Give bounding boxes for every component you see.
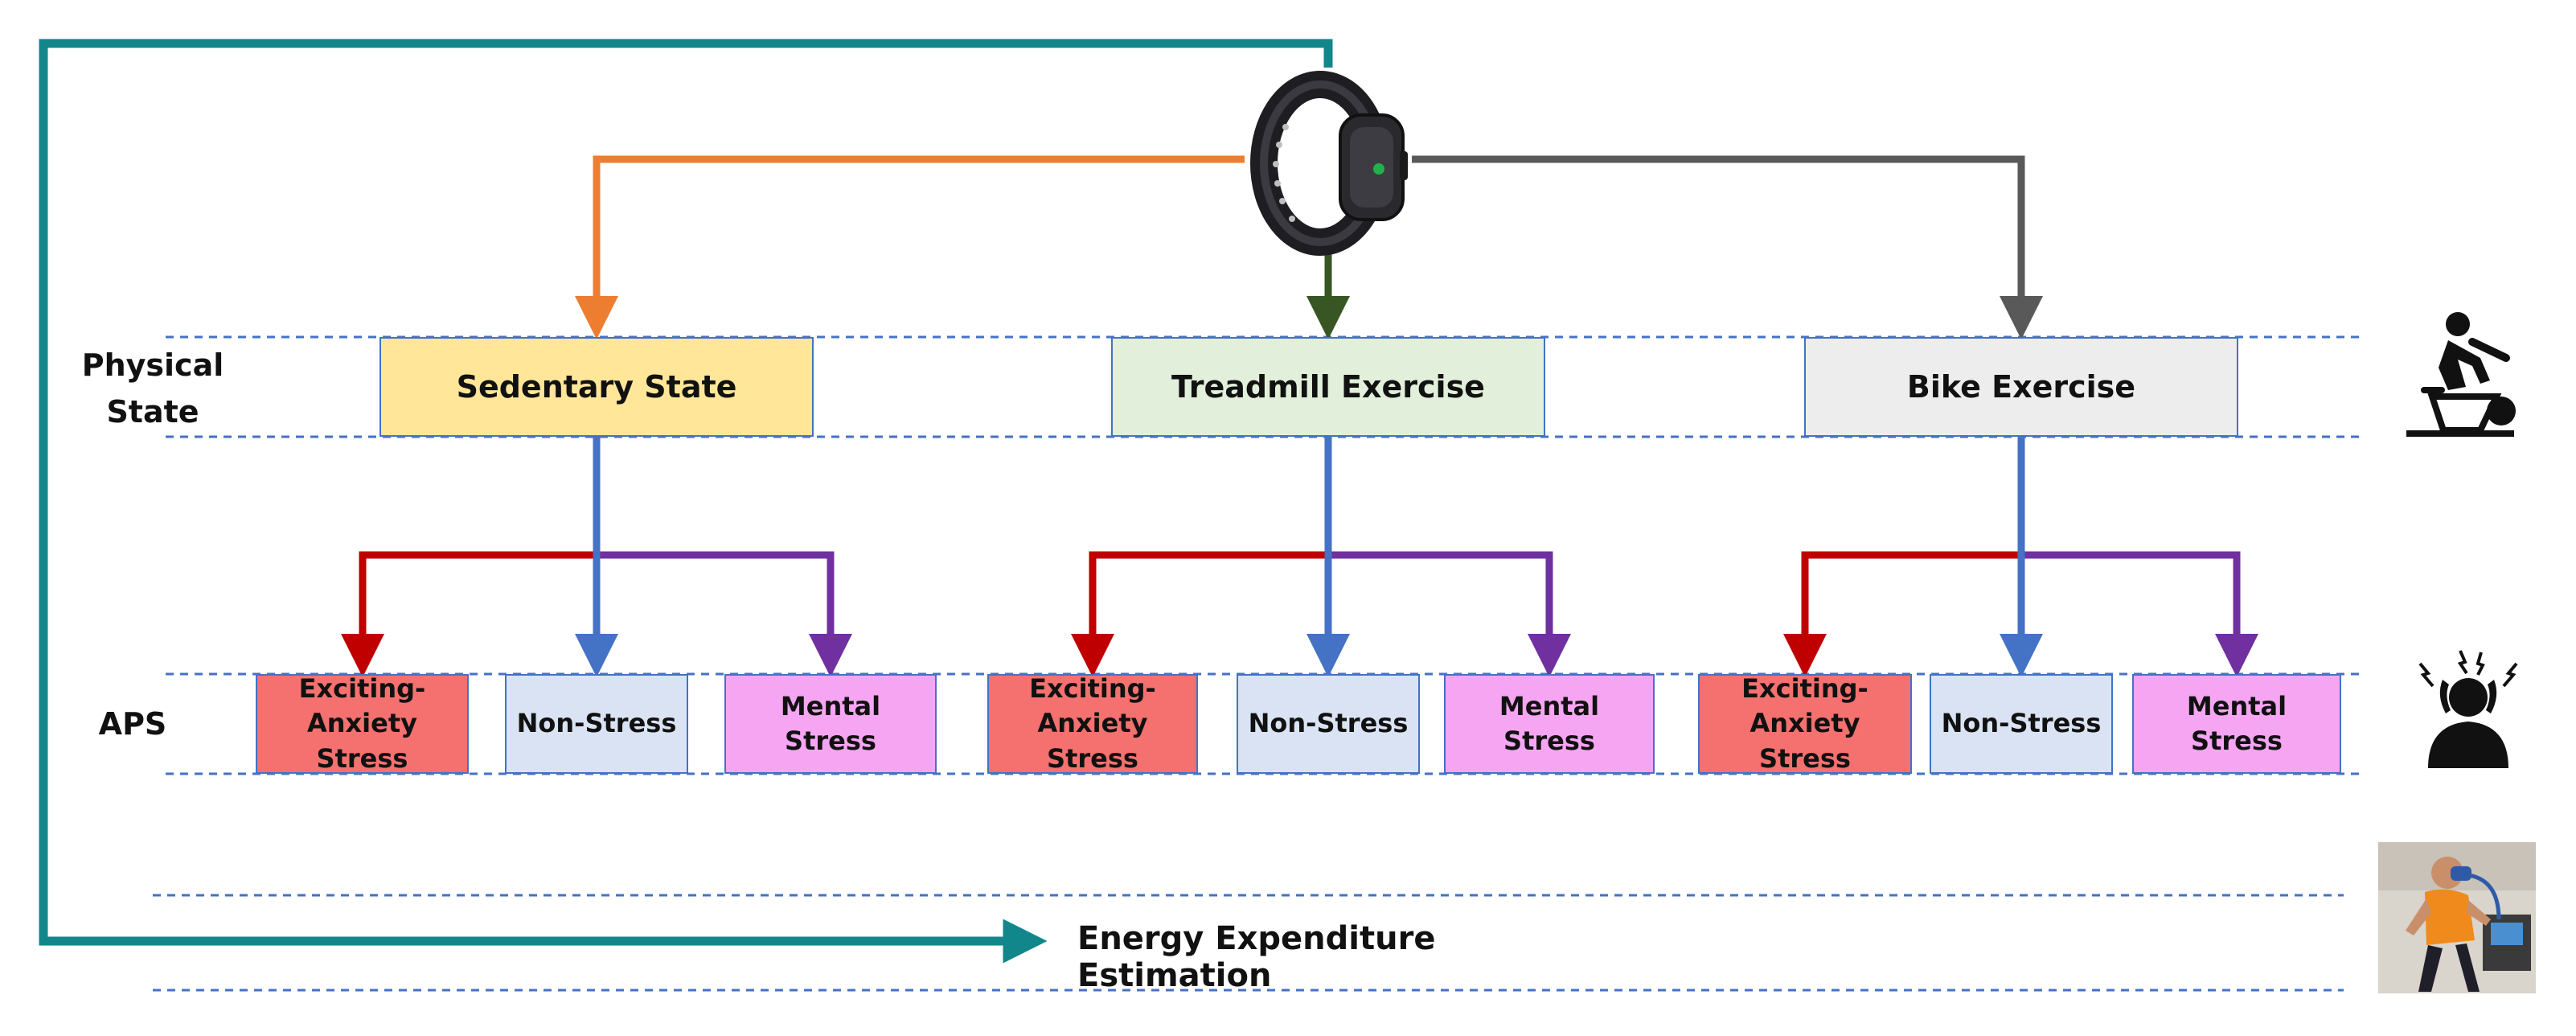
treadmill-exercise-box: Treadmill Exercise: [1111, 337, 1545, 437]
wristband-sensor-icon: [1250, 71, 1408, 256]
treadmill-non-stress-label: Non-Stress: [1248, 708, 1409, 739]
treadmill-mental-stress-label: Mental Stress: [1499, 690, 1600, 756]
arrow-wearable-to-bike: [1412, 155, 2043, 339]
arrow-wearable-to-sedentary: [575, 155, 1245, 339]
sedentary-non-stress-box: Non-Stress: [505, 674, 688, 774]
row-label-aps: APS: [98, 706, 167, 742]
treadmill-exciting-anxiety-label: Exciting- Anxiety Stress: [1029, 673, 1156, 774]
bike-exciting-anxiety-box: Exciting- Anxiety Stress: [1698, 673, 1912, 774]
energy-expenditure-label: Energy Expenditure Estimation: [1077, 920, 1436, 994]
arrow-bike-to-exciting: [1783, 551, 2021, 677]
feedback-loop-arrow: [39, 39, 1333, 964]
sedentary-non-stress-label: Non-Stress: [516, 708, 677, 739]
bike-exercise-box: Bike Exercise: [1804, 337, 2238, 437]
bike-exercise-label: Bike Exercise: [1906, 369, 2136, 405]
sedentary-exciting-anxiety-box: Exciting- Anxiety Stress: [256, 673, 469, 774]
arrow-bike-to-mental: [2021, 551, 2258, 677]
row-label-physical-state: Physical State: [81, 347, 224, 430]
sedentary-mental-stress-label: Mental Stress: [780, 690, 881, 756]
arrow-treadmill-to-mental: [1328, 551, 1571, 677]
bike-mental-stress-box: Mental Stress: [2132, 674, 2341, 774]
sedentary-exciting-anxiety-label: Exciting- Anxiety Stress: [298, 673, 426, 774]
arrow-sedentary-to-mental: [597, 551, 852, 677]
treadmill-mental-stress-box: Mental Stress: [1444, 674, 1655, 774]
treadmill-non-stress-box: Non-Stress: [1237, 674, 1420, 774]
treadmill-exercise-label: Treadmill Exercise: [1171, 369, 1485, 405]
arrow-sedentary-to-exciting: [341, 551, 597, 677]
bike-non-stress-box: Non-Stress: [1930, 674, 2113, 774]
bike-exciting-anxiety-label: Exciting- Anxiety Stress: [1741, 673, 1868, 774]
stressed-person-icon: [2418, 650, 2518, 768]
cycling-person-icon: [2406, 312, 2516, 437]
bike-non-stress-label: Non-Stress: [1941, 708, 2102, 739]
sedentary-mental-stress-box: Mental Stress: [724, 674, 937, 774]
sedentary-state-label: Sedentary State: [456, 369, 737, 405]
arrow-treadmill-to-exciting: [1071, 551, 1328, 677]
calorimetry-subject-photo: [2378, 842, 2536, 993]
bike-mental-stress-label: Mental Stress: [2186, 690, 2287, 756]
treadmill-exciting-anxiety-box: Exciting- Anxiety Stress: [987, 673, 1198, 774]
sedentary-state-box: Sedentary State: [379, 337, 814, 437]
